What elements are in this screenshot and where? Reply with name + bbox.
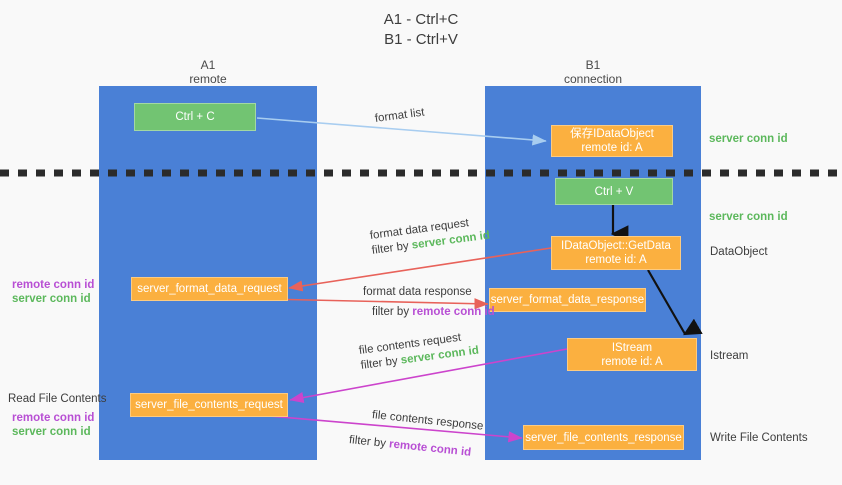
node-idataobject-getdata[interactable]: IDataObject::GetData remote id: A <box>551 236 681 270</box>
side-label-left-server-conn-id-2: server conn id <box>12 426 91 438</box>
node-idataobject-getdata-remote-id: remote id: A <box>585 254 647 266</box>
node-server-format-data-request-label: server_format_data_request <box>137 283 282 295</box>
node-istream-label: IStream <box>611 341 653 354</box>
edge-label-format-list-text: format list <box>374 106 426 125</box>
column-header-b1-name: B1 <box>585 58 601 72</box>
column-header-b1: B1 connection <box>485 58 701 86</box>
node-save-idataobject-label: 保存IDataObject <box>570 128 654 140</box>
column-header-b1-sub: connection <box>563 72 623 86</box>
node-server-file-contents-response-label: server_file_contents_response <box>525 431 682 444</box>
edge-label-format-data-response: format data response filter by remote co… <box>363 285 495 320</box>
edge-label-fmt-res-line1: format data response <box>363 286 472 298</box>
edge-label-file-res-prefix: filter by <box>348 434 390 451</box>
side-label-right-server-conn-id-1: server conn id <box>709 133 788 145</box>
title-line-1: A1 - Ctrl+C <box>383 11 459 28</box>
edge-label-file-contents-request: file contents request filter by server c… <box>358 329 480 374</box>
edge-label-format-data-request: format data request filter by server con… <box>369 214 491 259</box>
edge-label-fmt-res-token: remote conn id <box>412 306 495 318</box>
edge-label-file-res-line1: file contents response <box>371 409 484 433</box>
side-label-istream: Istream <box>710 350 749 362</box>
column-header-a1-sub: remote <box>189 72 227 86</box>
edge-label-fmt-res-prefix: filter by <box>372 306 413 318</box>
node-server-format-data-response[interactable]: server_format_data_response <box>489 288 646 312</box>
node-ctrl-v[interactable]: Ctrl + V <box>555 178 673 205</box>
node-save-idataobject[interactable]: 保存IDataObject remote id: A <box>551 125 673 157</box>
node-ctrl-c-label: Ctrl + C <box>175 111 215 123</box>
edge-label-file-contents-response-filter: filter by remote conn id <box>348 433 472 461</box>
node-server-file-contents-response[interactable]: server_file_contents_response <box>523 425 684 450</box>
node-server-file-contents-request[interactable]: server_file_contents_request <box>130 393 288 417</box>
edge-label-fmt-req-prefix: filter by <box>371 239 413 257</box>
edge-label-format-list: format list <box>374 106 425 127</box>
edge-label-file-req-prefix: filter by <box>360 354 402 372</box>
node-istream[interactable]: IStream remote id: A <box>567 338 697 371</box>
side-label-left-server-conn-id-1: server conn id <box>12 293 91 305</box>
node-ctrl-c[interactable]: Ctrl + C <box>134 103 256 131</box>
side-label-right-server-conn-id-2: server conn id <box>709 211 788 223</box>
column-header-a1: A1 remote <box>99 58 317 86</box>
page-title: A1 - Ctrl+C B1 - Ctrl+V <box>0 10 842 50</box>
side-label-left-remote-conn-id-2: remote conn id <box>12 412 95 424</box>
node-server-format-data-response-label: server_format_data_response <box>490 294 645 306</box>
edge-label-file-contents-response: file contents response <box>371 408 484 435</box>
node-ctrl-v-label: Ctrl + V <box>594 185 634 198</box>
node-idataobject-getdata-label: IDataObject::GetData <box>561 240 671 252</box>
edge-label-file-res-token: remote conn id <box>388 438 472 459</box>
node-save-idataobject-remote-id: remote id: A <box>581 142 643 154</box>
side-label-read-file-contents: Read File Contents <box>8 393 107 405</box>
column-header-a1-name: A1 <box>200 58 216 72</box>
title-line-2: B1 - Ctrl+V <box>384 31 458 48</box>
node-istream-remote-id: remote id: A <box>601 355 663 368</box>
node-server-format-data-request[interactable]: server_format_data_request <box>131 277 288 301</box>
side-label-dataobject: DataObject <box>710 246 768 258</box>
side-label-write-file-contents: Write File Contents <box>710 432 808 444</box>
node-server-file-contents-request-label: server_file_contents_request <box>135 399 283 411</box>
side-label-left-remote-conn-id-1: remote conn id <box>12 279 95 291</box>
